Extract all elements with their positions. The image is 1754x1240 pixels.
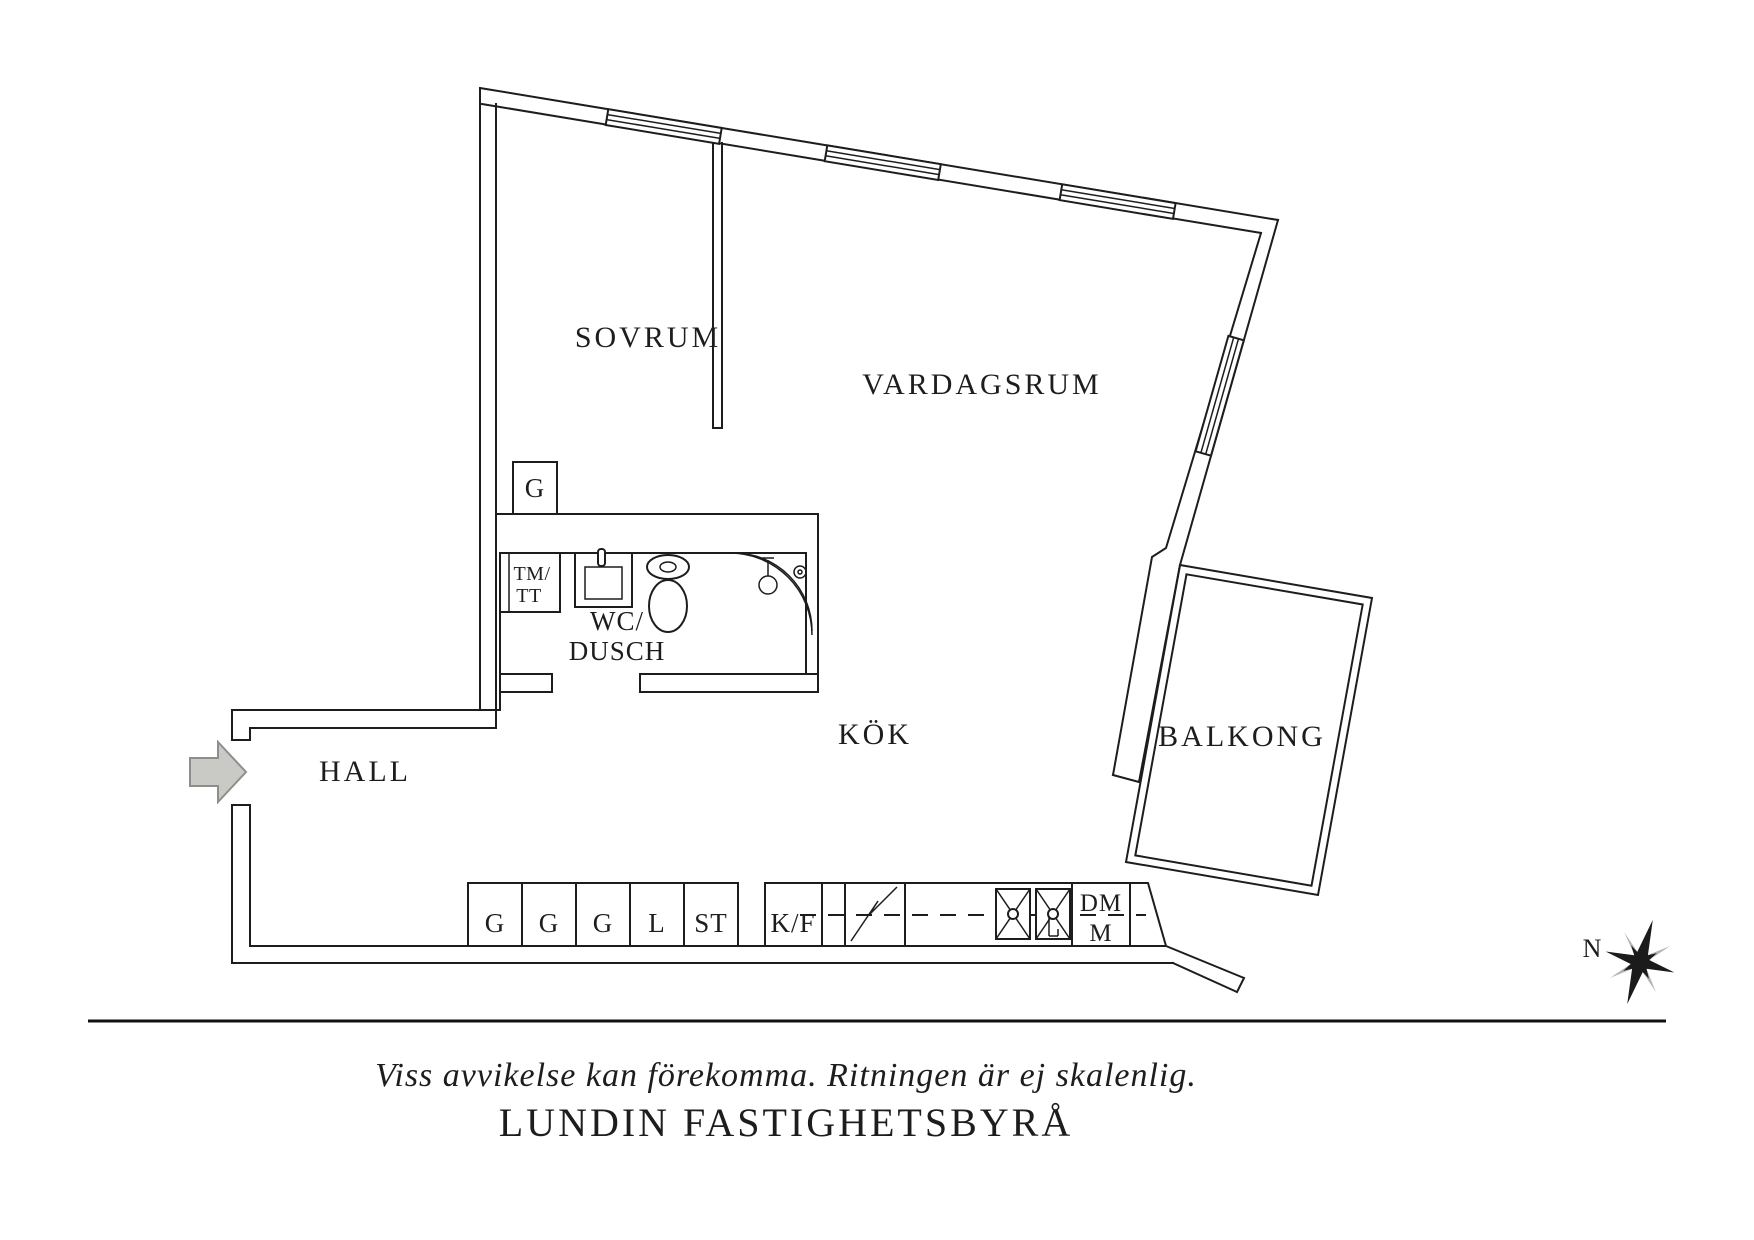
window-1-glazing	[606, 113, 721, 140]
toilet-tank	[646, 554, 690, 580]
room-label-sovrum: SOVRUM	[575, 321, 721, 354]
window-2	[823, 144, 942, 182]
sink-left-drain-icon	[1007, 908, 1019, 920]
label-micro: M	[1089, 920, 1112, 947]
label-washer-line1: TM/	[513, 563, 550, 585]
footer-brand: LUNDIN FASTIGHETSBYRÅ	[499, 1100, 1073, 1145]
sovrum-divider-wall	[712, 141, 723, 429]
label-cabinet-4: L	[648, 908, 666, 938]
entry-wall-lower	[231, 804, 251, 964]
toilet-flush-icon	[659, 561, 677, 573]
hall-top-wall	[231, 709, 501, 729]
wc-right-wall	[805, 513, 819, 693]
labels: SOVRUM VARDAGSRUM WC/ DUSCH HALL KÖK BAL…	[319, 321, 1602, 963]
right-wall-inner	[1111, 231, 1263, 777]
shower-drain-icon	[793, 565, 807, 579]
window-3-glazing	[1060, 188, 1175, 215]
window-2-glazing	[825, 150, 941, 176]
bottom-wall-diagonal	[1164, 944, 1246, 994]
label-cabinet-1: G	[485, 908, 506, 938]
room-label-hall: HALL	[319, 755, 411, 788]
compass-rose-icon	[1605, 919, 1675, 1005]
balcony-inner-rail	[1134, 573, 1364, 887]
stove-icon	[850, 886, 898, 942]
room-label-balkong: BALKONG	[1158, 720, 1326, 753]
windows	[604, 108, 1246, 457]
room-label-kok: KÖK	[838, 718, 912, 751]
wc-bottom-wall	[499, 673, 819, 693]
balcony-door-jamb	[1111, 773, 1141, 784]
cabinet-l	[629, 882, 685, 947]
bathroom-sink-basin	[584, 566, 623, 600]
label-wardrobe: G	[525, 473, 546, 503]
label-cabinet-3: G	[593, 908, 614, 938]
footer: Viss avvikelse kan förekomma. Ritningen …	[375, 1057, 1197, 1145]
counter-end	[1129, 882, 1168, 947]
sovrum-wardrobe-box	[512, 461, 558, 515]
shower-arm-icon	[762, 557, 774, 576]
cabinet-g3	[575, 882, 631, 947]
cabinet-g1	[467, 882, 523, 947]
label-washer-line2: TT	[516, 585, 541, 607]
window-4-glazing	[1200, 337, 1240, 455]
window-3	[1058, 183, 1177, 221]
walls	[231, 86, 1280, 994]
cabinet-st	[683, 882, 739, 947]
footer-disclaimer: Viss avvikelse kan förekomma. Ritningen …	[375, 1057, 1197, 1094]
room-label-wc-line1: WC/	[590, 606, 644, 636]
faucet-icon	[1048, 916, 1059, 937]
label-dishwasher: DM	[1080, 890, 1122, 917]
room-label-wc-line2: DUSCH	[569, 636, 666, 666]
sink-right-drain-icon	[1047, 908, 1059, 920]
bathroom-sink-tap-icon	[597, 548, 606, 567]
cabinet-g2	[521, 882, 577, 947]
kitchen-counter	[467, 882, 1168, 947]
entry-wall-upper	[231, 709, 251, 741]
window-1	[604, 108, 723, 145]
compass-black-points	[1605, 919, 1675, 1005]
shower-head-icon	[758, 575, 778, 595]
bathroom-fixtures	[499, 548, 813, 636]
room-label-vardagsrum: VARDAGSRUM	[862, 368, 1102, 401]
label-fridge-freezer: K/F	[770, 908, 815, 938]
toilet-bowl	[648, 579, 688, 633]
label-cabinet-2: G	[539, 908, 560, 938]
label-cabinet-5: ST	[694, 908, 728, 938]
entry-arrow-icon	[189, 739, 248, 805]
compass-north-label: N	[1583, 934, 1602, 963]
window-4-right-wall	[1194, 334, 1246, 457]
washer-dryer-box	[499, 552, 561, 613]
shower-door-inner	[733, 552, 813, 632]
balcony	[1124, 563, 1374, 897]
right-wall-outer	[1137, 218, 1280, 784]
balcony-outer-rail	[1124, 563, 1374, 897]
shower-drain-center-icon	[797, 569, 803, 575]
